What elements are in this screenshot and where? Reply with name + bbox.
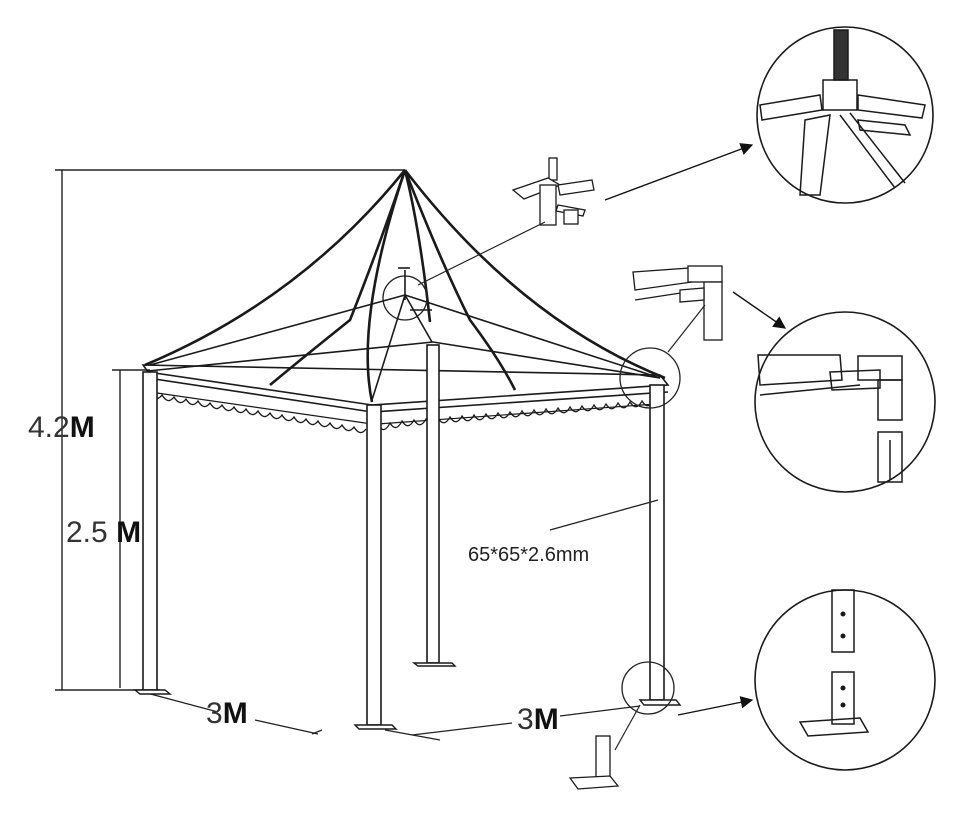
width-dimension-lines — [142, 691, 641, 741]
width-left-label: 3M — [206, 699, 248, 729]
base-plate-detail — [754, 589, 936, 771]
frame-top — [141, 341, 670, 413]
base-arrow — [677, 696, 754, 716]
valance-scallops — [149, 392, 655, 434]
total-height-value: 4.2 — [28, 411, 70, 444]
side-height-value: 2.5 — [66, 516, 108, 549]
corner-joint-sketch — [632, 265, 723, 341]
tent-legs — [142, 344, 665, 726]
profile-spec-label: 65*65*2.6mm — [468, 544, 590, 566]
roof-rafters — [149, 267, 661, 401]
top-connector-sketch — [511, 157, 595, 226]
total-height-label: 4.2M — [28, 413, 95, 443]
base-plates — [133, 662, 682, 730]
width-right-label: 3M — [517, 705, 559, 735]
total-height-unit: M — [69, 411, 95, 444]
corner-leader-line — [667, 304, 706, 353]
width-left-value: 3 — [206, 697, 223, 730]
top-leader-line — [417, 221, 546, 286]
top-connector-circle — [382, 275, 428, 321]
side-height-dimension — [112, 369, 150, 688]
total-height-dimension — [55, 169, 405, 691]
base-sketch — [568, 735, 620, 790]
width-right-unit: M — [533, 703, 559, 736]
side-height-label: 2.5 M — [66, 518, 141, 548]
corner-detail-circle — [619, 347, 681, 409]
width-right-value: 3 — [517, 703, 534, 736]
corner-joint-detail — [754, 311, 936, 493]
side-height-unit: M — [116, 516, 142, 549]
base-detail-circle — [621, 661, 675, 715]
width-left-unit: M — [222, 697, 248, 730]
top-connector-detail — [756, 26, 934, 204]
top-arrow — [604, 143, 754, 201]
base-leader-line — [614, 704, 641, 751]
corner-arrow — [732, 291, 787, 329]
profile-leader-line — [549, 499, 659, 531]
